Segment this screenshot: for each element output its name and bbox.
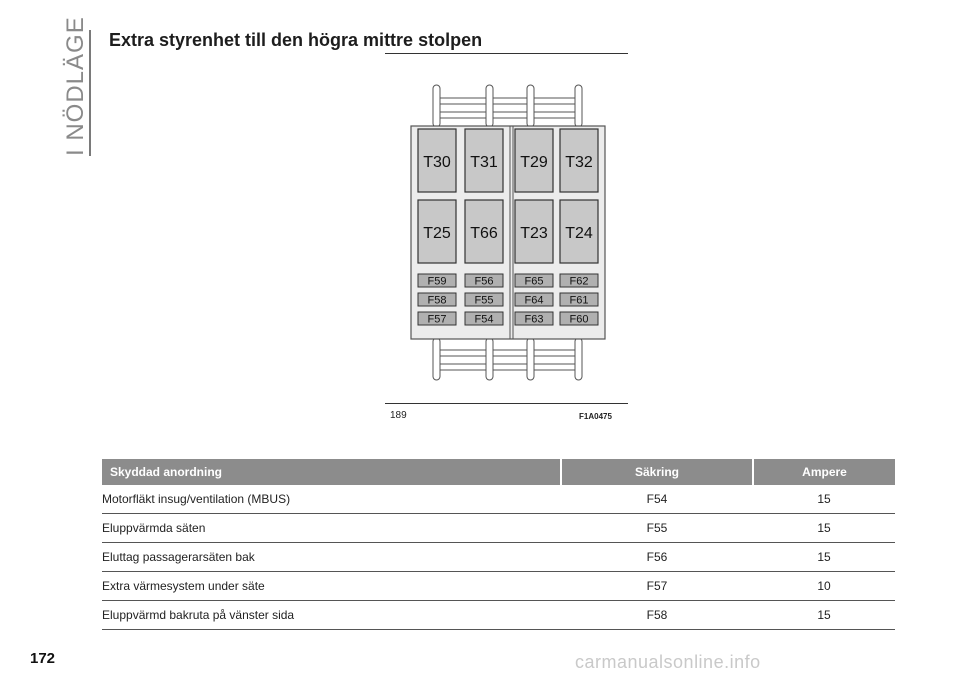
relay-t25: T25 (417, 199, 457, 264)
fuse-label: F54 (475, 314, 494, 326)
fuse-f63: F63 (514, 311, 554, 326)
relay-label: T24 (565, 225, 593, 242)
fuse-cell: F56 (561, 542, 753, 572)
fuse-label: F58 (428, 295, 447, 307)
relay-t66: T66 (464, 199, 504, 264)
fuse-f59: F59 (417, 273, 457, 288)
table-row: Motorfläkt insug/ventilation (MBUS) F54 … (102, 485, 895, 514)
fuse-label: F59 (428, 276, 447, 288)
figure-divider (385, 403, 628, 404)
device-cell: Eluppvärmd bakruta på vänster sida (102, 600, 561, 630)
relay-label: T32 (565, 154, 593, 171)
column-header-device: Skyddad anordning (102, 459, 561, 485)
fuse-f62: F62 (559, 273, 599, 288)
ampere-cell: 15 (753, 600, 895, 630)
fuse-f58: F58 (417, 292, 457, 307)
fuse-label: F56 (475, 276, 494, 288)
table-header-row: Skyddad anordning Säkring Ampere (102, 459, 895, 485)
ampere-cell: 15 (753, 485, 895, 514)
ampere-cell: 15 (753, 542, 895, 572)
section-title: Extra styrenhet till den högra mittre st… (109, 30, 483, 50)
fuse-cell: F57 (561, 571, 753, 601)
column-header-ampere: Ampere (752, 459, 895, 485)
relay-label: T25 (423, 225, 451, 242)
table-row: Eluttag passagerarsäten bak F56 15 (102, 542, 895, 572)
figure-code: F1A0475 (579, 412, 612, 421)
fuse-table: Skyddad anordning Säkring Ampere Motorfl… (102, 459, 895, 630)
fuse-f55: F55 (464, 292, 504, 307)
relay-label: T66 (470, 225, 498, 242)
fuse-label: F61 (570, 295, 589, 307)
device-cell: Motorfläkt insug/ventilation (MBUS) (102, 485, 561, 514)
fuse-label: F55 (475, 295, 494, 307)
chapter-tab-label: I NÖDLÄGE (62, 16, 89, 156)
fuse-label: F62 (570, 276, 589, 288)
relay-label: T30 (423, 154, 451, 171)
fuse-cell: F58 (561, 600, 753, 630)
watermark: carmanualsonline.info (575, 652, 761, 672)
fuse-f64: F64 (514, 292, 554, 307)
fuse-f60: F60 (559, 311, 599, 326)
device-cell: Eluppvärmda säten (102, 513, 561, 543)
fuse-label: F63 (525, 314, 544, 326)
page-number: 172 (30, 650, 56, 667)
column-header-fuse: Säkring (560, 459, 753, 485)
fuse-cell: F55 (561, 513, 753, 543)
fuse-label: F64 (525, 295, 544, 307)
fuse-f56: F56 (464, 273, 504, 288)
table-row: Eluppvärmd bakruta på vänster sida F58 1… (102, 600, 895, 630)
chapter-tab: I NÖDLÄGE (61, 16, 91, 156)
relay-label: T29 (520, 154, 548, 171)
fuse-f65: F65 (514, 273, 554, 288)
fuse-f54: F54 (464, 311, 504, 326)
device-cell: Eluttag passagerarsäten bak (102, 542, 561, 572)
fuse-label: F60 (570, 314, 589, 326)
figure-number: 189 (390, 410, 407, 421)
fuse-f61: F61 (559, 292, 599, 307)
fuse-label: F57 (428, 314, 447, 326)
table-row: Extra värmesystem under säte F57 10 (102, 571, 895, 601)
relay-t30: T30 (417, 128, 457, 193)
fuse-cell: F54 (561, 485, 753, 514)
table-row: Eluppvärmda säten F55 15 (102, 513, 895, 543)
relay-t23: T23 (514, 199, 554, 264)
relay-t32: T32 (559, 128, 599, 193)
relay-t31: T31 (464, 128, 504, 193)
fuse-f57: F57 (417, 311, 457, 326)
fuse-label: F65 (525, 276, 544, 288)
relay-label: T31 (470, 154, 498, 171)
title-divider (385, 53, 628, 54)
relay-t29: T29 (514, 128, 554, 193)
relay-label: T23 (520, 225, 548, 242)
device-cell: Extra värmesystem under säte (102, 571, 561, 601)
ampere-cell: 15 (753, 513, 895, 543)
relay-t24: T24 (559, 199, 599, 264)
ampere-cell: 10 (753, 571, 895, 601)
